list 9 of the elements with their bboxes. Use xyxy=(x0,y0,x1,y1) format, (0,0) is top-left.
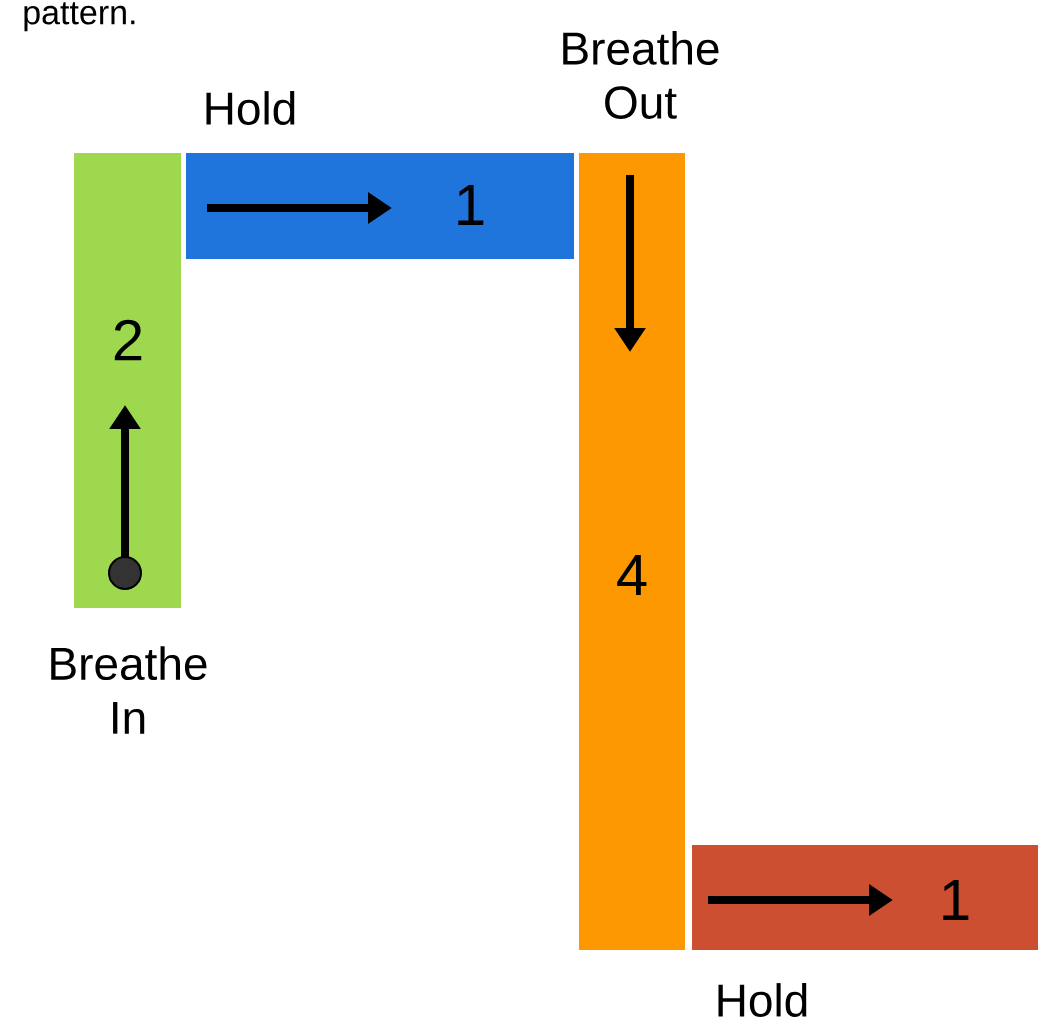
bar-heading: Breathe In xyxy=(51,646,207,734)
count-number: 1 xyxy=(943,880,969,920)
bar-heading: Breathe Out xyxy=(563,31,719,119)
count-number: 1 xyxy=(458,185,484,225)
bar-heading: Hold xyxy=(718,983,807,1017)
count-number: 2 xyxy=(114,319,142,361)
bar-heading: Hold xyxy=(206,91,295,125)
note-text: pattern. xyxy=(24,2,135,32)
count-number: 4 xyxy=(617,555,647,595)
